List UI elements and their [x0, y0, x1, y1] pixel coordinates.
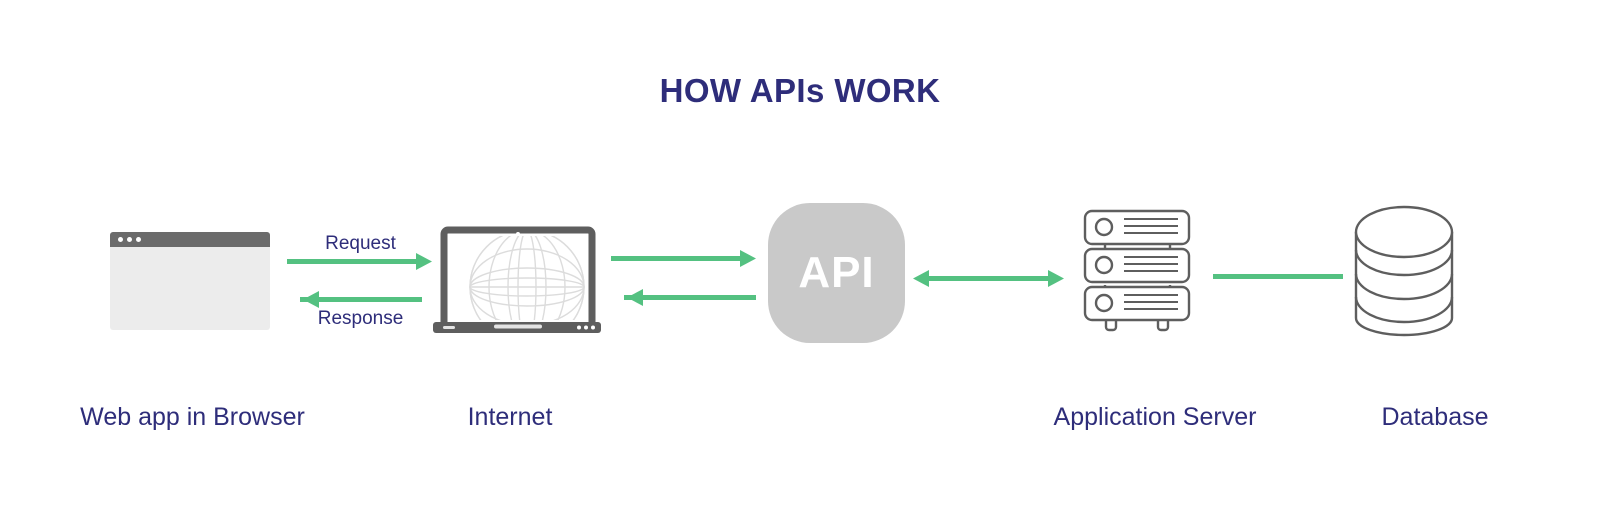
caption-web-app-in-browser: Web app in Browser	[80, 403, 305, 431]
api-label: API	[798, 248, 875, 297]
server-rack-icon	[1083, 209, 1191, 332]
caption-internet: Internet	[467, 403, 553, 431]
browser-dot-icon	[118, 237, 123, 242]
arrow-api-to-appserver	[913, 270, 1064, 287]
arrow-response	[300, 291, 422, 308]
database-cylinder-icon	[1354, 205, 1454, 337]
arrow-label-response: Response	[317, 308, 404, 329]
browser-dot-icon	[127, 237, 132, 242]
page-title: HOW APIs WORK	[659, 72, 941, 109]
arrow-request	[287, 253, 432, 270]
browser-title-bar	[110, 232, 270, 247]
arrow-internet-to-api	[611, 250, 756, 267]
arrow-api-to-internet	[624, 289, 756, 306]
browser-dot-icon	[136, 237, 141, 242]
globe-wireframe-icon	[469, 236, 585, 320]
arrow-label-request: Request	[325, 233, 396, 254]
browser-viewport	[110, 247, 270, 330]
caption-database: Database	[1381, 403, 1489, 431]
api-rounded-square: API	[768, 203, 905, 343]
laptop-globe-icon	[433, 226, 601, 333]
caption-application-server: Application Server	[1053, 403, 1257, 431]
line-appserver-to-database	[1213, 274, 1343, 279]
browser-window-icon	[110, 232, 270, 330]
